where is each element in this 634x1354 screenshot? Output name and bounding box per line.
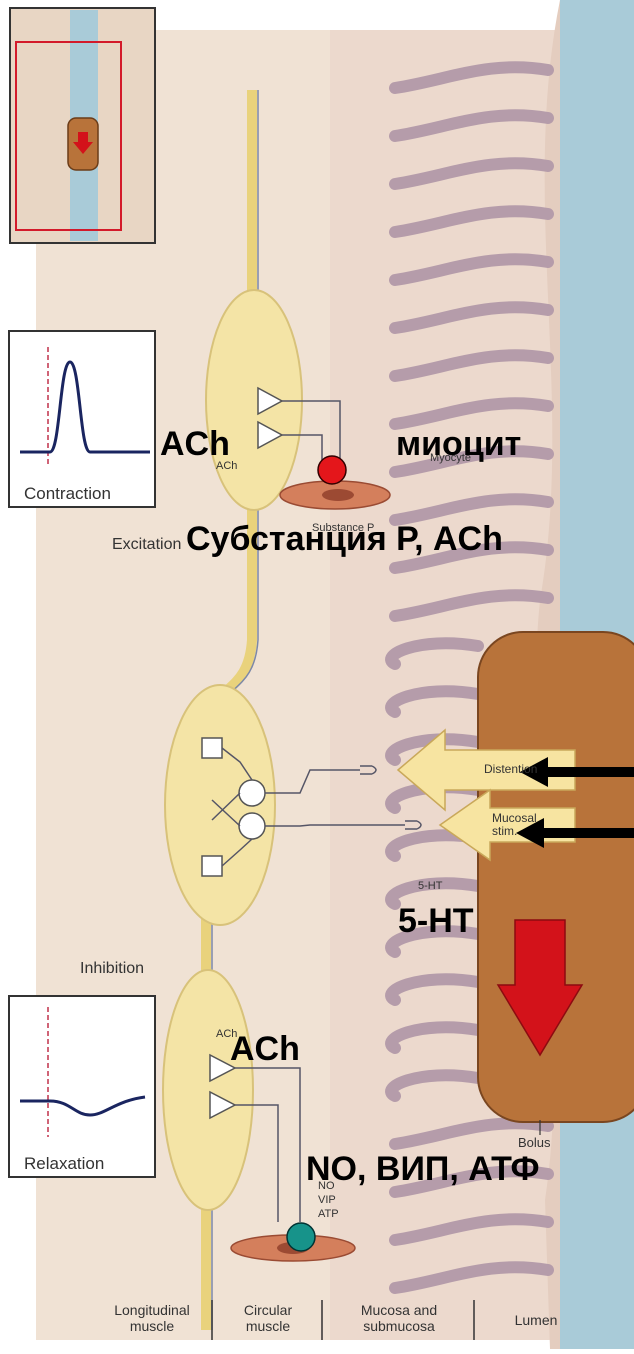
- ht5-small: 5-HT: [418, 880, 442, 892]
- contraction-inset: Contraction: [8, 330, 156, 508]
- relaxation-inset: Relaxation: [8, 995, 156, 1178]
- distention-small: Distention: [484, 762, 537, 776]
- interneuron-square-bottom: [202, 856, 222, 876]
- overlay-ach-bottom: ACh: [230, 1030, 300, 1069]
- myocyte-top-nucleus: [322, 489, 354, 501]
- overlay-ach-top: ACh: [160, 425, 230, 464]
- ganglion-bottom: [163, 970, 253, 1210]
- teal-marker: [287, 1223, 315, 1251]
- region-mucosa: Mucosa and submucosa: [325, 1302, 473, 1334]
- bolus-label: Bolus: [518, 1135, 551, 1150]
- overlay-no-vip-atp: NO, ВИП, АТФ: [306, 1150, 540, 1189]
- atp-small: ATP: [318, 1208, 339, 1220]
- mucosal-stim-small: Mucosal stim.: [492, 812, 552, 838]
- region-circular: Circular muscle: [214, 1302, 322, 1334]
- relaxation-curve: [10, 997, 154, 1137]
- overlay-5ht: 5-HT: [398, 902, 474, 941]
- region-longitudinal: Longitudinal muscle: [92, 1302, 212, 1334]
- interneuron-square-top: [202, 738, 222, 758]
- ganglion-top: [206, 290, 302, 510]
- red-marker: [318, 456, 346, 484]
- inhibition-label: Inhibition: [80, 960, 144, 978]
- contraction-label: Contraction: [24, 484, 111, 504]
- region-lumen: Lumen: [476, 1312, 596, 1328]
- relaxation-label: Relaxation: [24, 1154, 104, 1174]
- vip-small: VIP: [318, 1194, 336, 1206]
- bolus-shape: [478, 632, 634, 1122]
- sensory-neuron-bottom: [239, 813, 265, 839]
- excitation-label: Excitation: [112, 536, 181, 554]
- sensory-neuron-top: [239, 780, 265, 806]
- overlay-myocyte: миоцит: [396, 425, 521, 464]
- contraction-curve: [10, 332, 154, 472]
- overlay-substance-p: Субстанция Р, ACh: [186, 520, 503, 559]
